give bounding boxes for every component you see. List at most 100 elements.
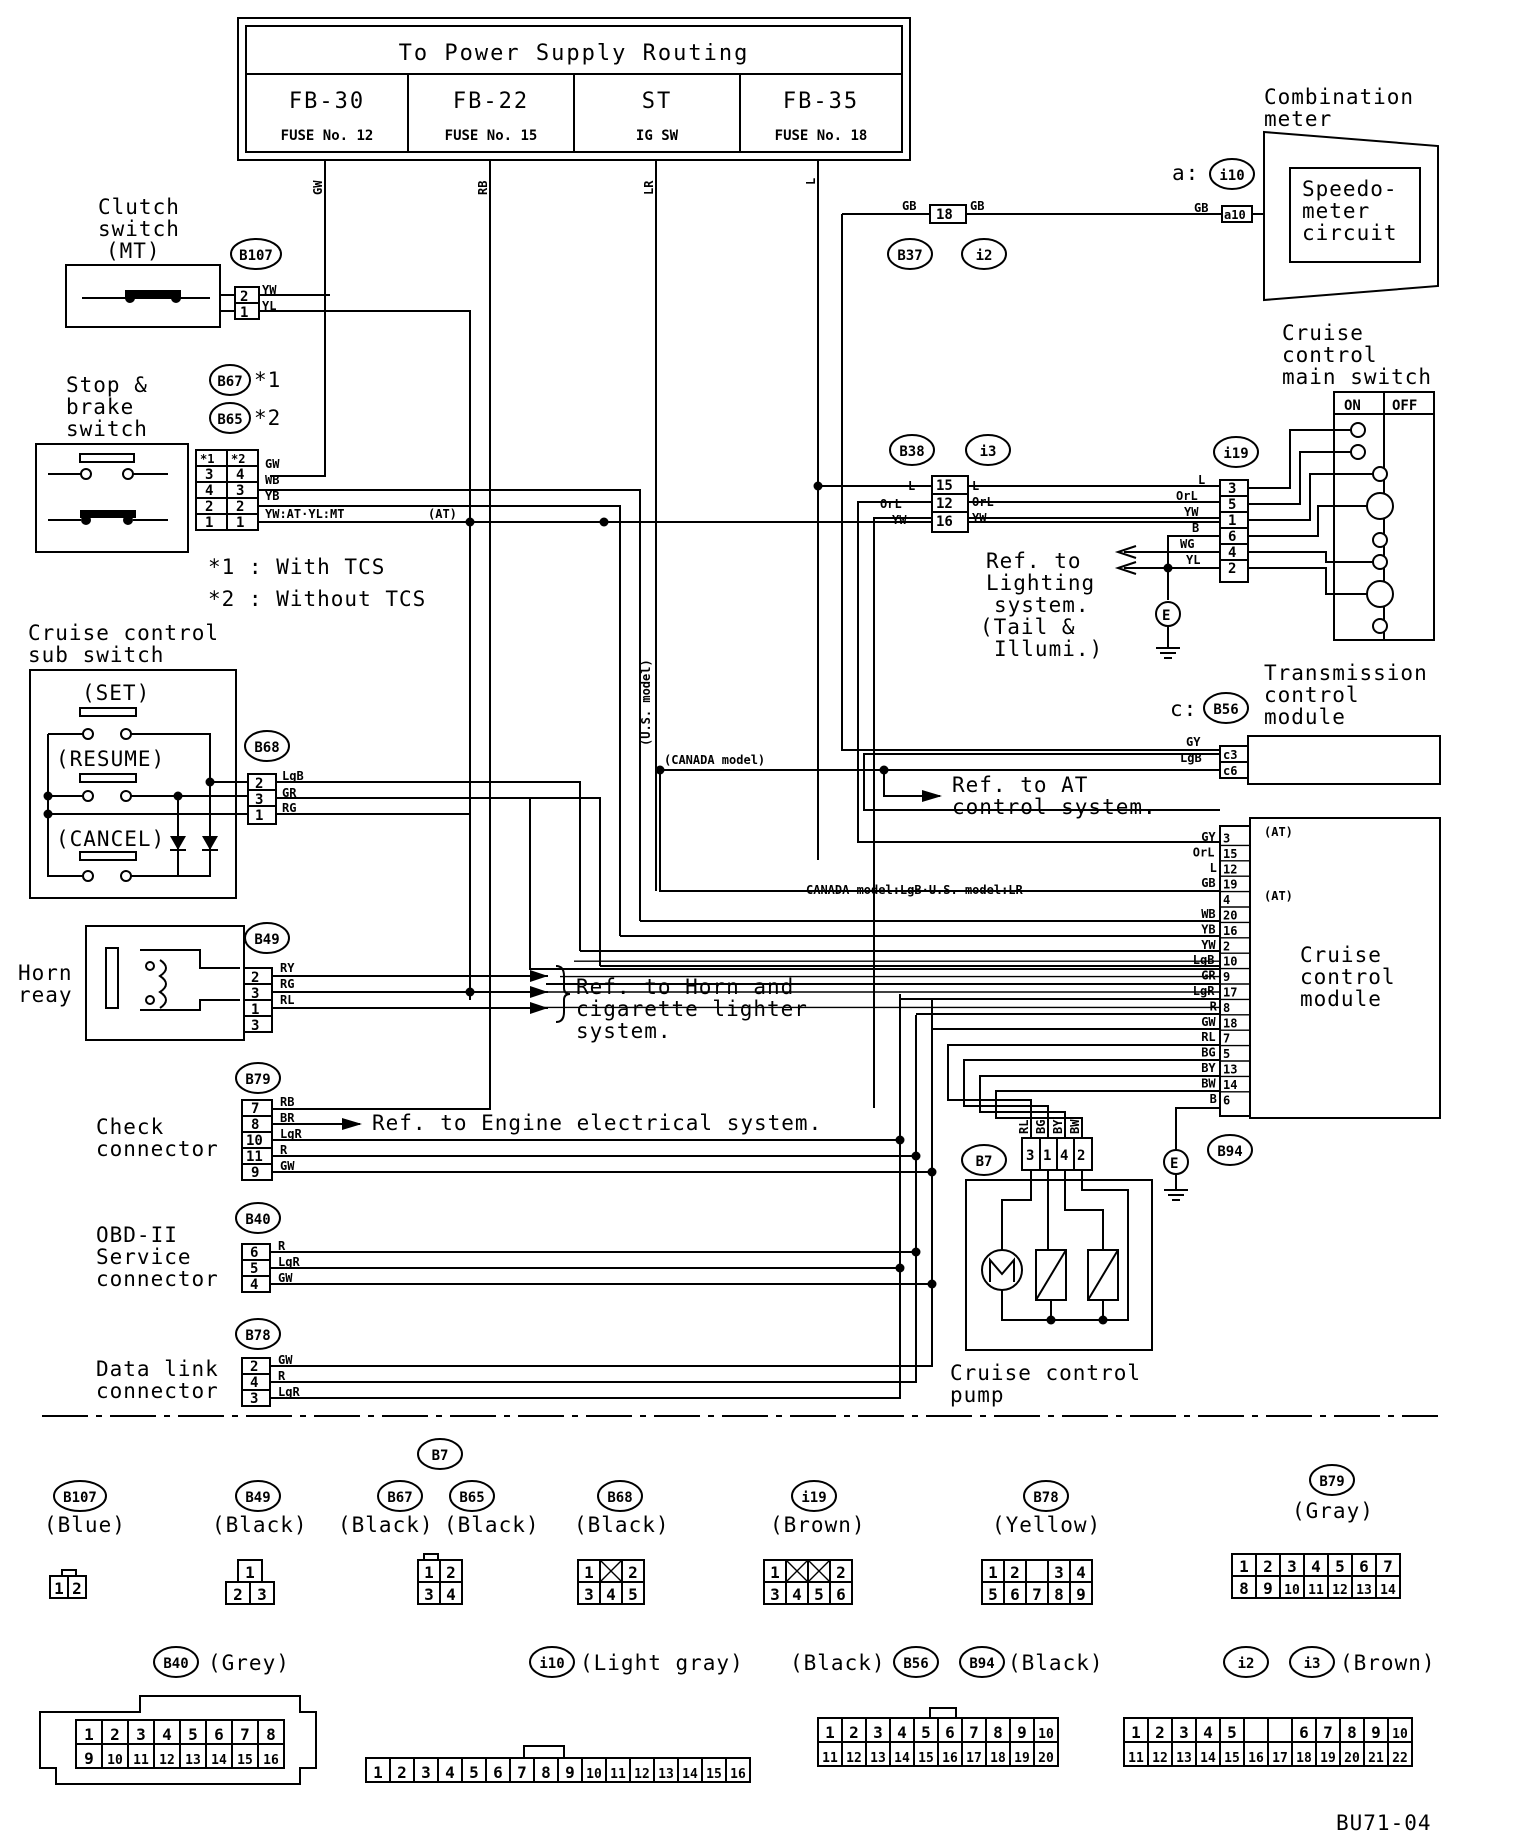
svg-text:6: 6 — [1223, 1093, 1230, 1107]
svg-text:*1: *1 — [200, 452, 214, 466]
svg-text:B7: B7 — [976, 1154, 993, 1170]
svg-text:i10: i10 — [1219, 168, 1244, 184]
svg-text:B78: B78 — [245, 1328, 270, 1344]
svg-text:3: 3 — [257, 1585, 267, 1604]
power-supply-box: To Power Supply Routing FB-30 FUSE No. 1… — [237, 17, 911, 161]
svg-text:B65: B65 — [459, 1490, 484, 1506]
svg-text:4: 4 — [162, 1725, 172, 1744]
svg-text:switch: switch — [66, 417, 148, 441]
cruise-main-switch: Cruise control main switch ON OFF 35 16 … — [980, 321, 1435, 661]
svg-text:OrL: OrL — [1193, 845, 1215, 859]
svg-text:Check: Check — [96, 1115, 164, 1139]
svg-text:Horn: Horn — [18, 961, 73, 985]
power-col-3-fuse: IG SW — [636, 128, 679, 144]
svg-text:B94: B94 — [969, 1656, 994, 1672]
svg-text:ON: ON — [1344, 398, 1361, 414]
svg-text:Cruise control: Cruise control — [28, 621, 219, 645]
svg-text:(Light gray): (Light gray) — [580, 1651, 744, 1675]
svg-text:1: 1 — [1239, 1557, 1249, 1576]
svg-text:2: 2 — [849, 1723, 859, 1742]
svg-text:1: 1 — [1043, 1148, 1051, 1164]
svg-text:B68: B68 — [254, 740, 279, 756]
svg-text:12: 12 — [936, 496, 953, 512]
svg-text:14: 14 — [211, 1753, 227, 1768]
svg-text:brake: brake — [66, 395, 134, 419]
svg-text:1: 1 — [584, 1563, 594, 1582]
svg-text:3: 3 — [205, 467, 213, 483]
svg-text:2: 2 — [1223, 939, 1230, 953]
svg-text:(Black): (Black) — [790, 1651, 886, 1675]
svg-text:3: 3 — [1054, 1563, 1064, 1582]
svg-text:Stop &: Stop & — [66, 373, 148, 397]
svg-text:13: 13 — [658, 1767, 674, 1782]
svg-text:control: control — [1300, 965, 1396, 989]
svg-text:module: module — [1300, 987, 1382, 1011]
svg-text:c6: c6 — [1223, 764, 1237, 778]
svg-text:B107: B107 — [63, 1490, 97, 1506]
svg-text:Cruise: Cruise — [1282, 321, 1364, 345]
svg-text:4: 4 — [236, 467, 244, 483]
svg-text:9: 9 — [251, 1165, 259, 1181]
power-col-4-fuse: FUSE No. 18 — [775, 128, 868, 144]
svg-text:(MT): (MT) — [106, 239, 161, 263]
svg-text:Ref. to AT: Ref. to AT — [952, 773, 1088, 797]
svg-text:reay: reay — [18, 983, 73, 1007]
svg-text:WB: WB — [265, 473, 279, 487]
svg-text:4: 4 — [1203, 1723, 1213, 1742]
svg-text:19: 19 — [1223, 878, 1237, 892]
svg-text:5: 5 — [921, 1723, 931, 1742]
svg-text:GW: GW — [265, 457, 280, 471]
svg-text:9: 9 — [565, 1763, 575, 1782]
svg-text:9: 9 — [1017, 1723, 1027, 1742]
svg-text:B79: B79 — [1319, 1474, 1344, 1490]
svg-text:5: 5 — [188, 1725, 198, 1744]
svg-text:4: 4 — [792, 1585, 802, 1604]
svg-text:7: 7 — [517, 1763, 527, 1782]
svg-text:10: 10 — [586, 1767, 602, 1782]
svg-text:8: 8 — [1347, 1723, 1357, 1742]
svg-text:15: 15 — [706, 1767, 722, 1782]
svg-text:1: 1 — [825, 1723, 835, 1742]
svg-text:8: 8 — [993, 1723, 1003, 1742]
svg-text:3: 3 — [770, 1585, 780, 1604]
svg-text:c:: c: — [1170, 697, 1197, 721]
svg-text:B: B — [1192, 521, 1199, 535]
svg-text:GW: GW — [278, 1271, 293, 1285]
svg-text:YW: YW — [892, 513, 907, 527]
svg-text:B40: B40 — [245, 1212, 270, 1228]
svg-text:1: 1 — [54, 1579, 64, 1598]
svg-text:*1: *1 — [254, 368, 281, 392]
svg-text:1: 1 — [84, 1725, 94, 1744]
cruise-sub-switch: Cruise control sub switch (SET) (RESUME)… — [28, 621, 601, 966]
svg-text:5: 5 — [1223, 1047, 1230, 1061]
svg-text:GB: GB — [902, 199, 916, 213]
svg-text:meter: meter — [1264, 107, 1332, 131]
svg-text:10: 10 — [107, 1753, 123, 1768]
svg-text:10: 10 — [1284, 1583, 1300, 1598]
svg-text:LgR: LgR — [1193, 984, 1215, 998]
power-col-1-code: FB-30 — [289, 89, 365, 114]
svg-text:2: 2 — [255, 776, 263, 792]
svg-text:R: R — [280, 1143, 288, 1157]
svg-text:RL: RL — [1201, 1030, 1215, 1044]
svg-text:1: 1 — [240, 305, 248, 321]
svg-text:3: 3 — [255, 792, 263, 808]
svg-text:GB: GB — [1194, 201, 1208, 215]
svg-text:RG: RG — [280, 977, 294, 991]
svg-text:13: 13 — [185, 1753, 201, 1768]
svg-text:B78: B78 — [1033, 1490, 1058, 1506]
svg-text:OrL: OrL — [880, 497, 902, 511]
svg-text:13: 13 — [1356, 1583, 1372, 1598]
svg-text:6: 6 — [1359, 1557, 1369, 1576]
svg-text:WG: WG — [1180, 537, 1194, 551]
svg-text:GR: GR — [1201, 969, 1216, 983]
power-col-4-code: FB-35 — [783, 89, 859, 114]
power-title: To Power Supply Routing — [399, 41, 750, 66]
svg-text:B56: B56 — [1213, 702, 1238, 718]
svg-text:9: 9 — [84, 1749, 94, 1768]
